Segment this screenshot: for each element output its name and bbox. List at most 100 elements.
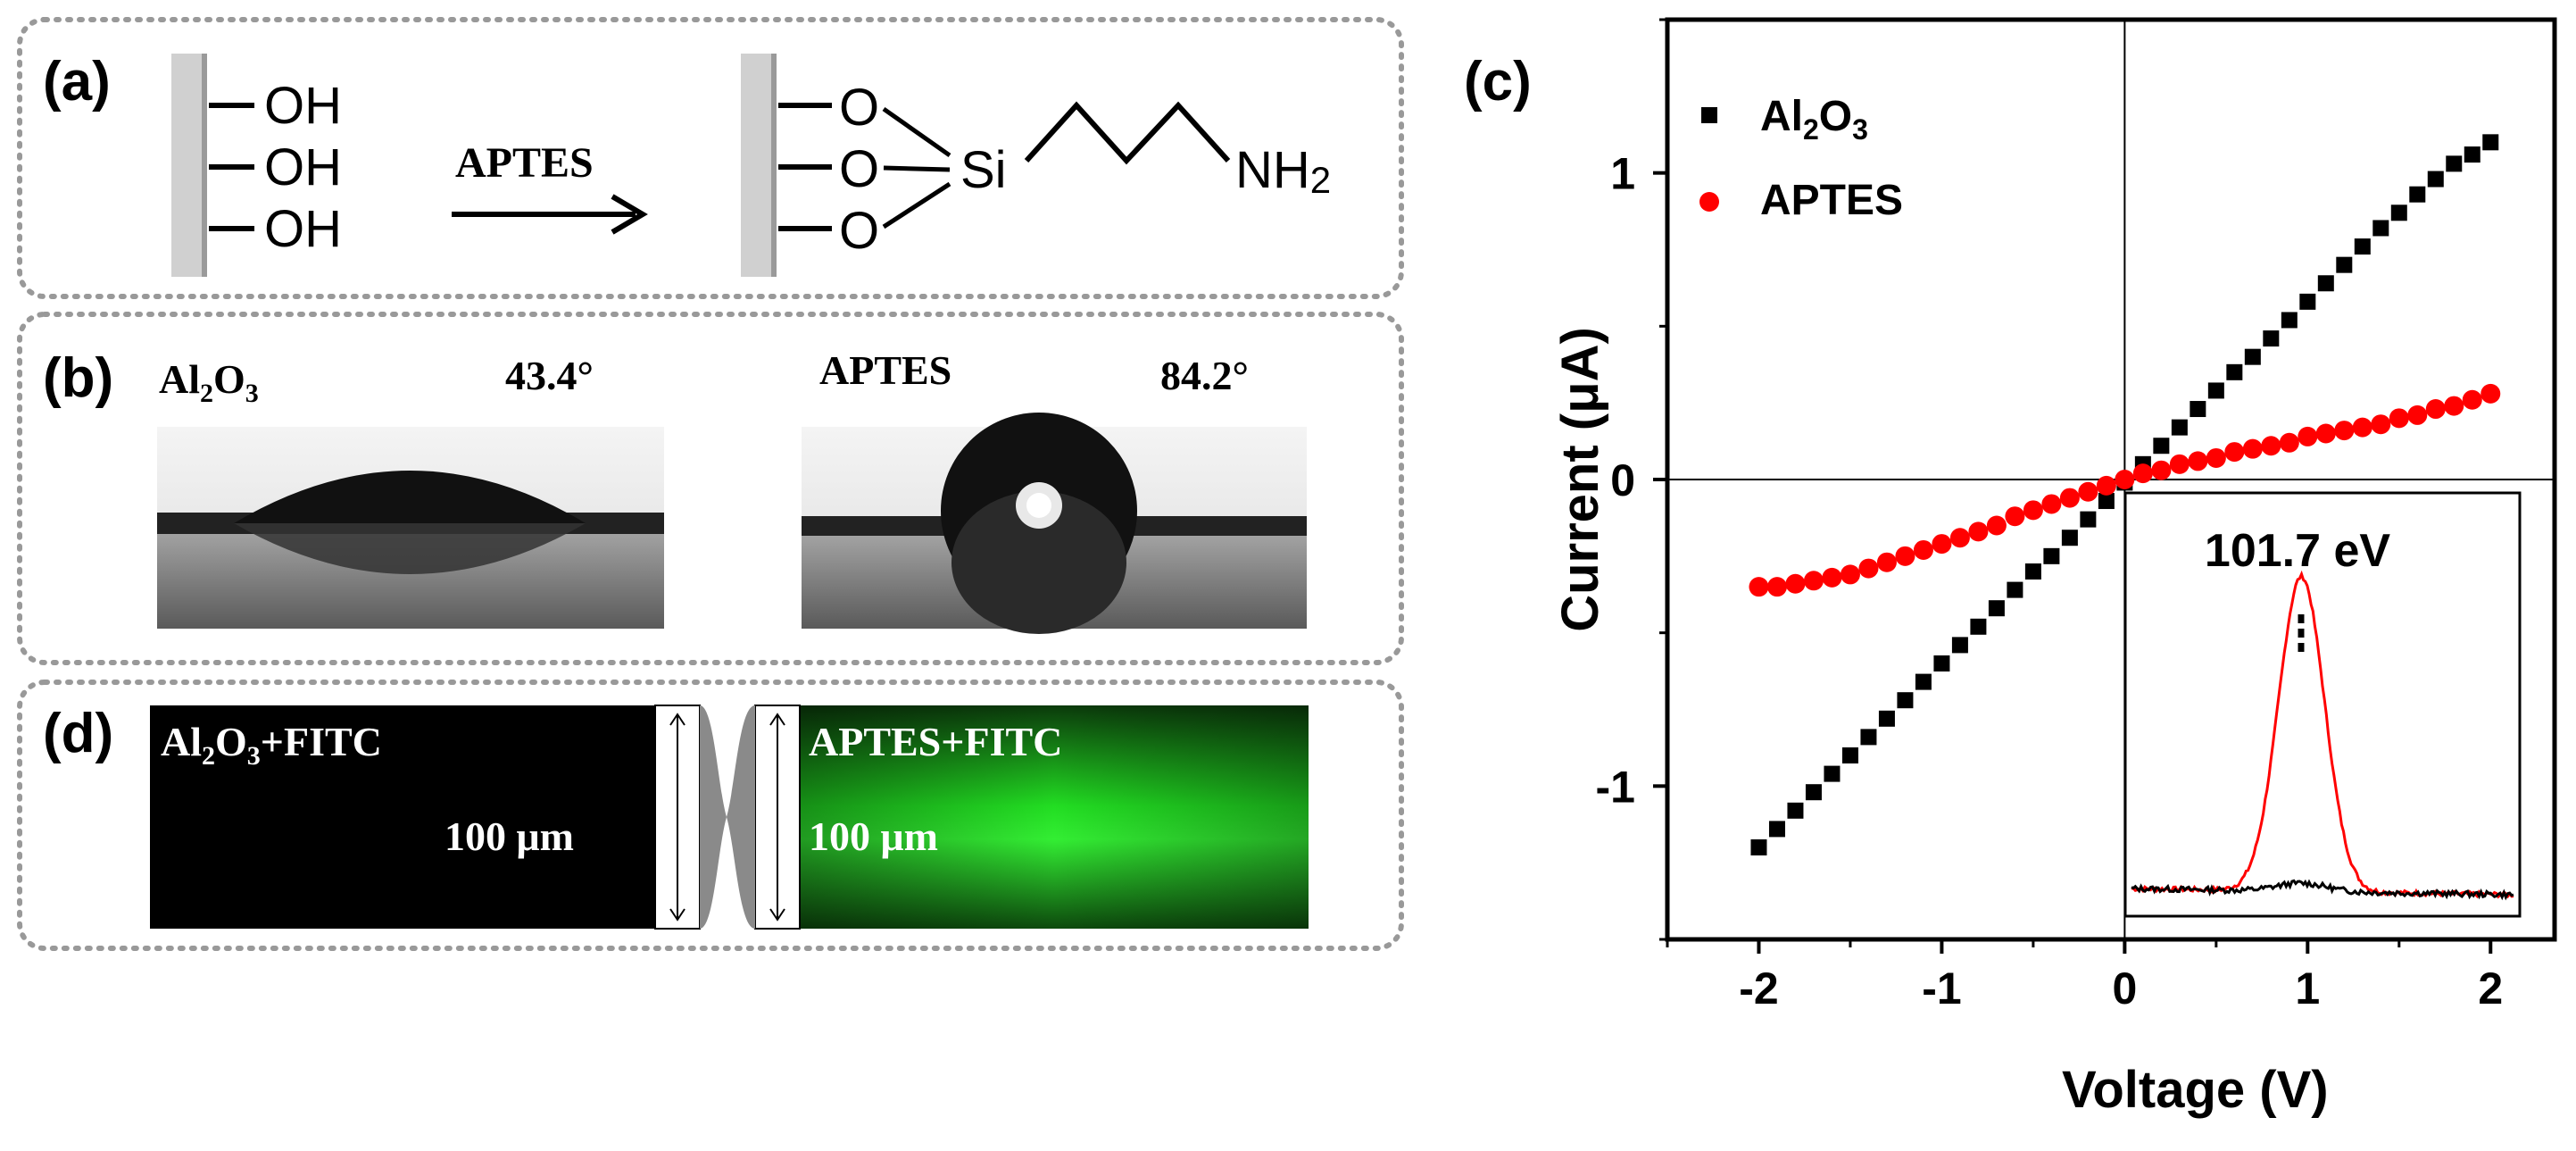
data-point-al2o3: [1824, 765, 1841, 782]
data-point-al2o3: [1970, 618, 1987, 635]
data-point-al2o3: [2061, 530, 2078, 546]
data-point-aptes: [1803, 571, 1824, 591]
data-point-al2o3: [2354, 238, 2371, 255]
data-point-al2o3: [2080, 511, 2097, 528]
data-point-al2o3: [1787, 802, 1804, 819]
data-point-al2o3: [1768, 821, 1785, 838]
panel-d: (d) Al2O3+FITC 100 μm APTES+FITC 100 μm: [17, 680, 1404, 951]
contact-angle-aptes: 84.2°: [1160, 353, 1249, 398]
data-point-aptes: [1766, 577, 1787, 597]
data-point-aptes: [2334, 421, 2355, 441]
data-point-aptes: [1932, 534, 1952, 555]
droplet-title-aptes: APTES: [819, 347, 951, 393]
legend-marker-al2o3: [1701, 107, 1717, 123]
data-point-aptes: [1749, 577, 1769, 597]
data-point-al2o3: [1841, 747, 1858, 763]
data-point-al2o3: [1915, 673, 1932, 690]
x-tick-label: -2: [1739, 963, 1778, 1013]
panel-d-label: (d): [43, 703, 113, 764]
y-tick-label: 1: [1610, 149, 1635, 199]
data-point-aptes: [2462, 389, 2482, 410]
data-point-al2o3: [1805, 784, 1822, 801]
data-point-al2o3: [1750, 839, 1767, 855]
data-point-al2o3: [2281, 312, 2298, 329]
inset-black-line: [2131, 879, 2514, 901]
data-point-aptes: [1968, 521, 1989, 542]
panel-b-border: [17, 312, 1404, 665]
data-point-al2o3: [2263, 330, 2280, 347]
data-point-aptes: [2279, 432, 2299, 453]
legend-label-al2o3: Al2O3: [1760, 93, 1868, 146]
scale-label-aptes: 100 μm: [809, 813, 938, 859]
panel-a-label: (a): [43, 51, 111, 113]
panel-a: (a) OH OH OH APTES O O O: [17, 17, 1404, 299]
data-point-aptes: [2224, 442, 2245, 463]
x-tick-label: 1: [2295, 963, 2320, 1013]
data-point-aptes: [1876, 552, 1897, 572]
data-point-aptes: [1986, 515, 2007, 536]
data-point-al2o3: [2007, 581, 2023, 598]
data-point-aptes: [2115, 470, 2135, 489]
data-point-al2o3: [2482, 134, 2499, 151]
aptes-molecule: O O O Si NH2: [778, 79, 1331, 260]
data-point-al2o3: [1933, 655, 1950, 671]
inset-frame: [2123, 491, 2522, 918]
o-atom: O: [839, 140, 879, 198]
reactant-oh-groups: OH OH OH: [209, 77, 342, 258]
oh-label: OH: [264, 77, 342, 135]
data-point-al2o3: [2024, 563, 2041, 580]
amine-group: NH2: [1235, 141, 1331, 201]
fluorescence-title-aptes: APTES+FITC: [809, 719, 1062, 764]
data-point-al2o3: [2190, 401, 2206, 418]
droplet-photo-aptes: [802, 413, 1307, 634]
x-axis-label: Voltage (V): [2062, 1061, 2329, 1119]
reaction-arrow-label: APTES: [455, 139, 594, 187]
data-point-al2o3: [2372, 220, 2389, 237]
data-point-aptes: [1822, 567, 1842, 588]
data-point-aptes: [1913, 539, 1933, 560]
data-point-aptes: [2169, 454, 2190, 474]
o-atom: O: [839, 202, 879, 260]
legend: Al2O3 APTES: [1699, 93, 1903, 224]
legend-marker-aptes: [1699, 192, 1719, 212]
data-point-aptes: [1785, 573, 1806, 594]
oh-label: OH: [264, 200, 342, 258]
data-point-aptes: [2132, 463, 2153, 484]
data-point-aptes: [2206, 447, 2226, 468]
y-tick-label: 0: [1610, 455, 1635, 505]
data-point-al2o3: [2390, 204, 2407, 221]
data-point-al2o3: [1988, 600, 2005, 617]
data-point-al2o3: [2299, 293, 2316, 310]
data-point-aptes: [2407, 405, 2428, 425]
inset-peak-label: 101.7 eV: [2205, 525, 2390, 577]
data-point-al2o3: [2427, 171, 2444, 188]
data-point-al2o3: [2098, 493, 2115, 510]
y-axis-label: Current (μA): [1551, 327, 1609, 632]
data-point-aptes: [1895, 546, 1915, 566]
data-point-aptes: [2188, 451, 2208, 471]
data-point-al2o3: [2171, 419, 2188, 436]
data-point-al2o3: [2336, 256, 2353, 273]
droplet-photo-al2o3: [157, 427, 664, 629]
data-point-aptes: [2078, 481, 2098, 502]
data-point-aptes: [1840, 564, 1860, 585]
y-tick-label: -1: [1596, 762, 1635, 812]
data-point-aptes: [2005, 506, 2025, 527]
x-tick-label: 2: [2478, 963, 2503, 1013]
data-point-aptes: [2298, 426, 2318, 446]
fluorescence-title-al2o3: Al2O3+FITC: [161, 719, 382, 771]
x-tick-label: 0: [2112, 963, 2137, 1013]
inset-xps: 101.7 eV: [2123, 491, 2522, 918]
data-point-aptes: [2480, 383, 2501, 404]
data-point-al2o3: [2153, 438, 2170, 455]
data-point-aptes: [2151, 460, 2172, 480]
data-point-aptes: [2425, 399, 2446, 420]
data-point-al2o3: [1878, 710, 1895, 727]
data-point-aptes: [2023, 500, 2043, 521]
panel-b: (b) Al2O3 43.4° APTES 84.2°: [17, 312, 1404, 665]
iv-series: [1749, 134, 2501, 855]
o-atom: O: [839, 79, 879, 137]
legend-label-aptes: APTES: [1760, 177, 1903, 224]
